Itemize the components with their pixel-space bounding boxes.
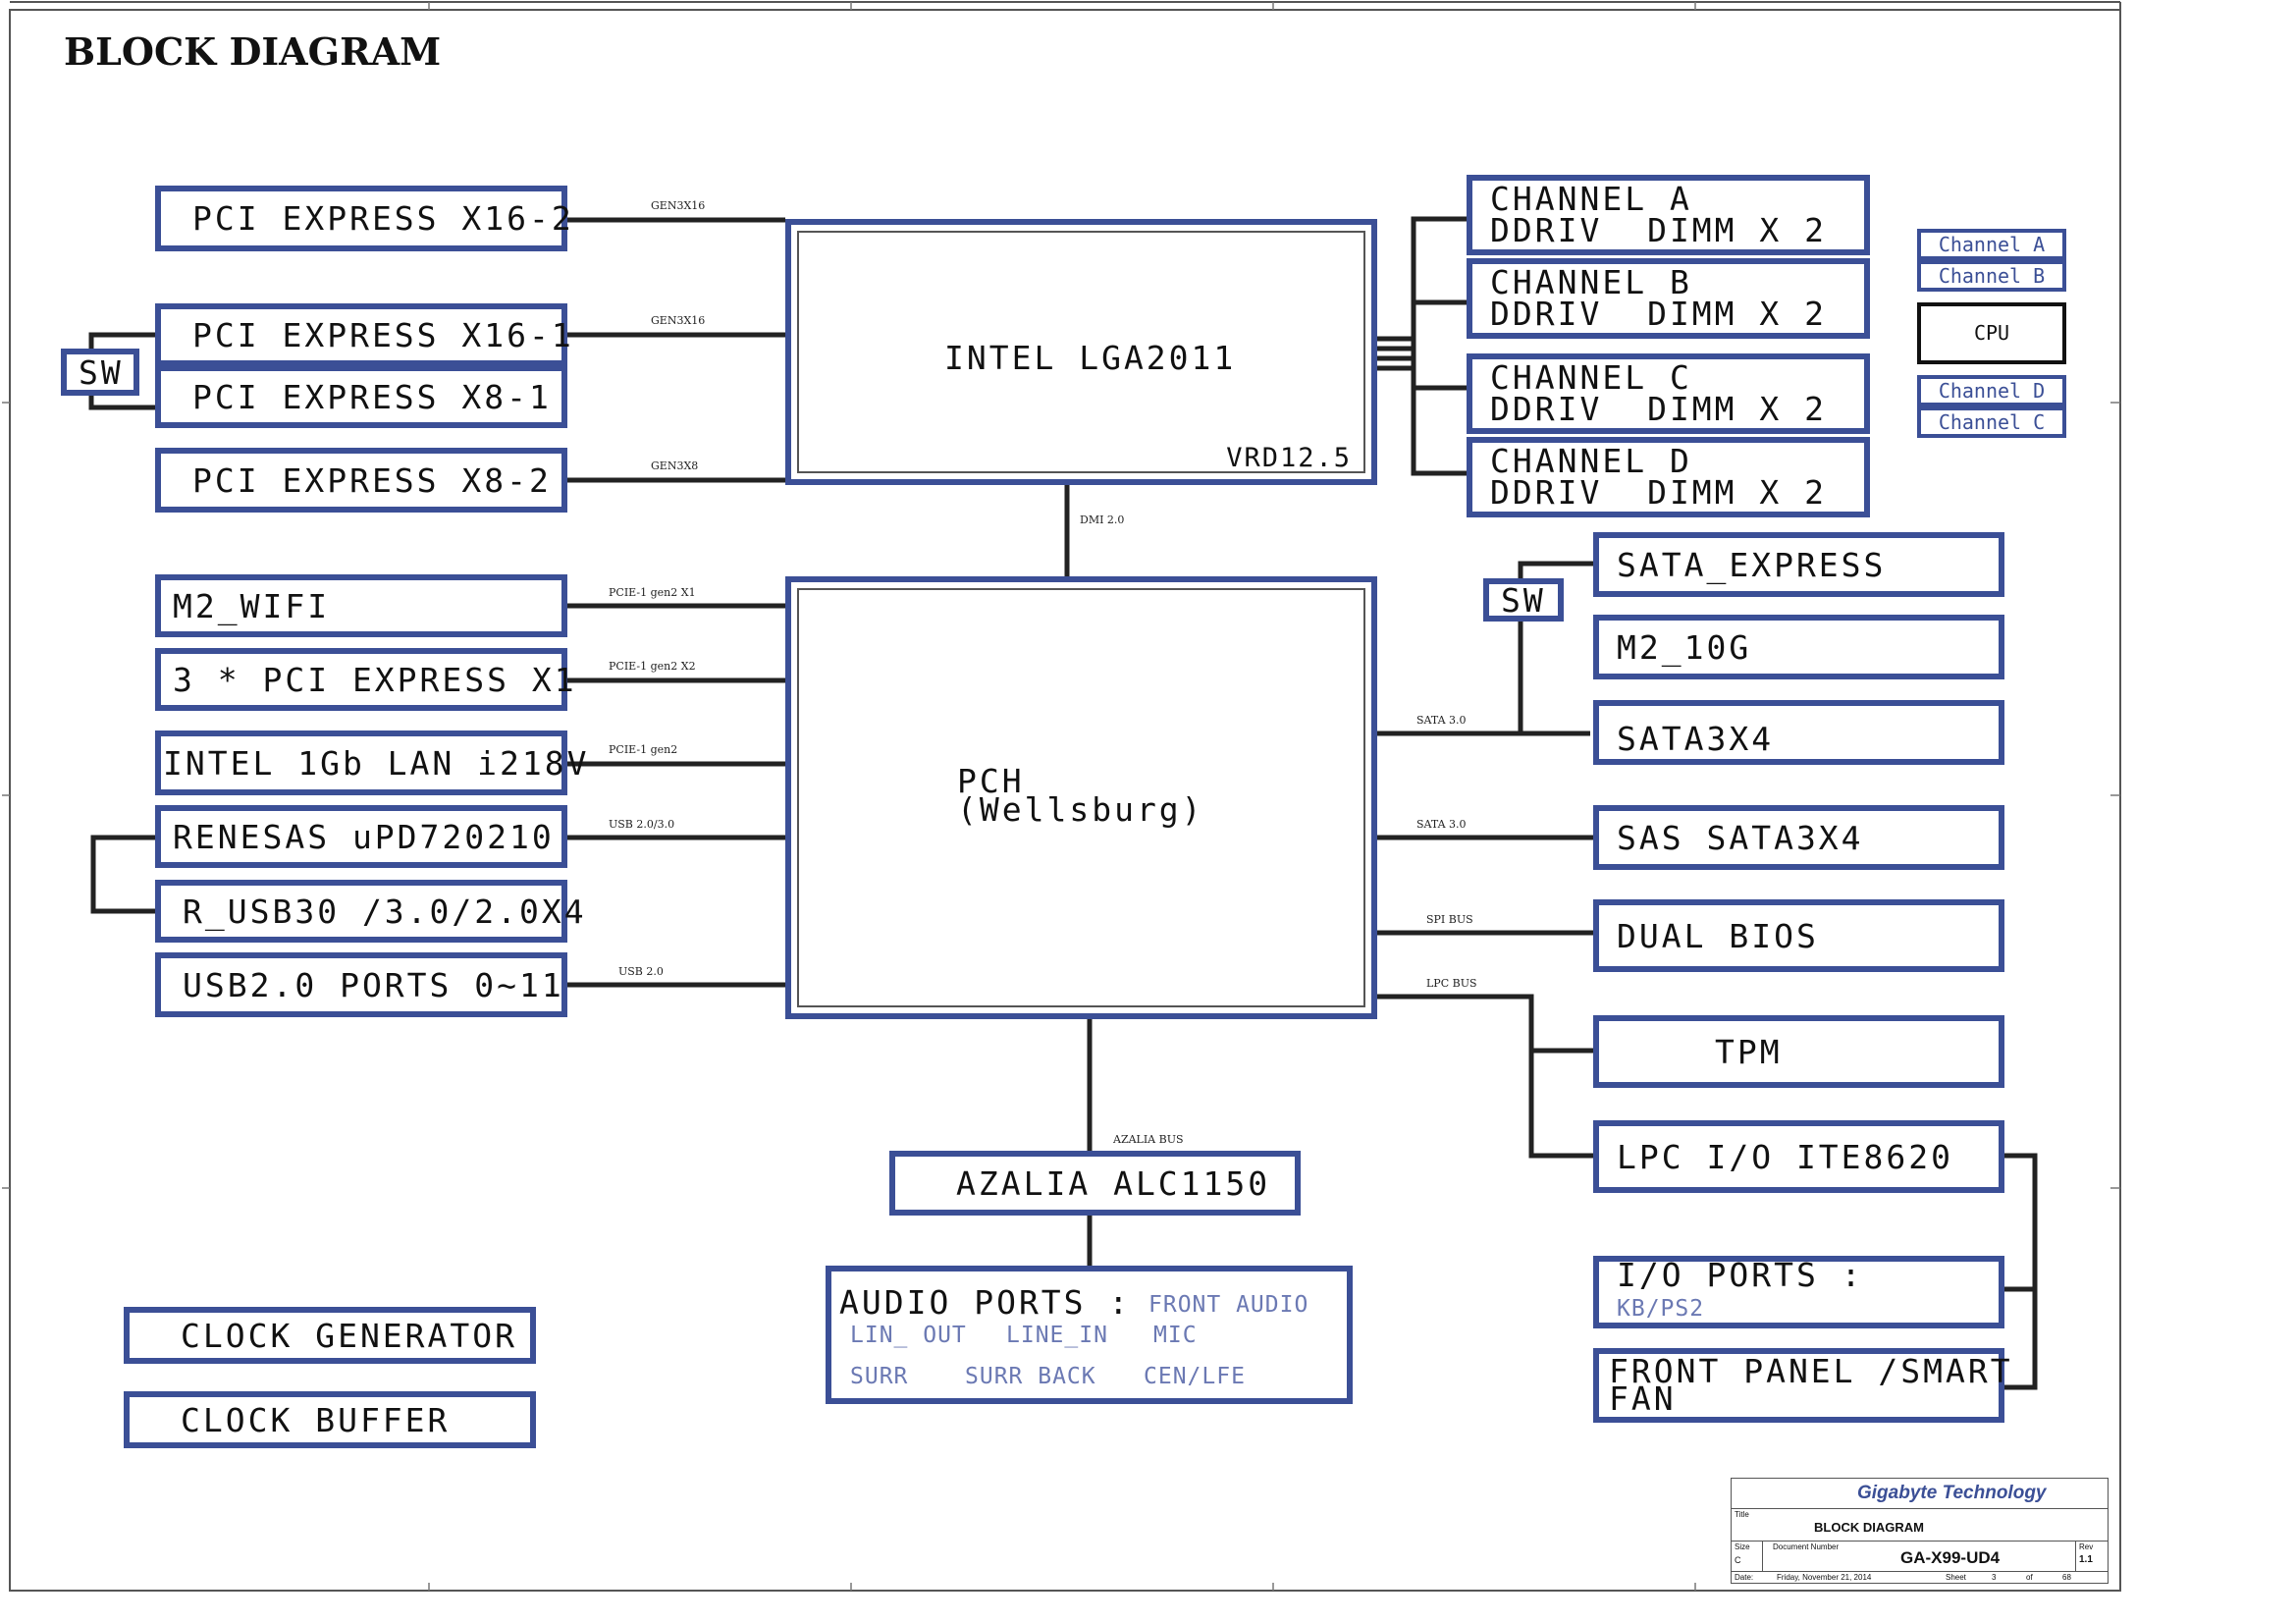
pcie-x16-2-box: PCI EXPRESS X16-2 [155, 186, 571, 251]
bus-label-lpc: LPC BUS [1426, 977, 1477, 990]
title-block-title-caption: Title [1735, 1510, 1749, 1519]
bus-label-azalia: AZALIA BUS [1113, 1133, 1184, 1146]
bus-label-gen3x16-b: GEN3X16 [651, 314, 706, 327]
memory-channel-d: CHANNEL D DDRIV DIMM X 2 [1467, 437, 1870, 517]
title-block-size: C [1735, 1555, 1741, 1565]
usb20-ports-box: USB2.0 PORTS 0~11 [155, 952, 567, 1017]
audio-surr: SURR [850, 1364, 909, 1389]
front-panel-line1: FRONT PANEL /SMART [1609, 1352, 2013, 1390]
io-ports-title: I/O PORTS : [1617, 1256, 1864, 1294]
legend-channel-d: Channel D [1917, 375, 2066, 406]
bus-label-gen3x8: GEN3X8 [651, 460, 699, 472]
io-ports-box: I/O PORTS : KB/PS2 [1593, 1256, 2004, 1328]
title-block-company: Gigabyte Technology [1857, 1483, 2047, 1503]
title-block-of-caption: of [2026, 1573, 2033, 1582]
pcie-x1-box: 3 * PCI EXPRESS X1 [155, 648, 574, 711]
pch-codename: (Wellsburg) [957, 790, 1204, 829]
audio-cen-lfe: CEN/LFE [1144, 1364, 1246, 1389]
legend-channel-a: Channel A [1917, 229, 2066, 260]
audio-line-out: LIN_ OUT [850, 1323, 967, 1348]
memory-channel-a: CHANNEL A DDRIV DIMM X 2 [1467, 175, 1870, 255]
bus-label-usb-2-3: USB 2.0/3.0 [609, 818, 675, 831]
sata3x4-box: SATA3X4 [1593, 700, 2004, 765]
bus-label-spi: SPI BUS [1426, 913, 1473, 926]
zone-ticks [2, 2, 2120, 1591]
sata-express-box: SATA_EXPRESS [1593, 532, 2004, 597]
title-block-date-caption: Date: [1735, 1573, 1754, 1582]
sas-sata3x4-box: SAS SATA3X4 [1593, 805, 2004, 870]
memory-channel-c-name: CHANNEL C [1490, 358, 1692, 397]
io-ports-kbps2: KB/PS2 [1617, 1296, 1705, 1322]
switch-box-right: SW [1483, 578, 1564, 622]
m2-wifi-box: M2_WIFI [155, 574, 567, 637]
legend-channel-c: Channel C [1917, 406, 2066, 438]
cpu-block: INTEL LGA2011 VRD12.5 [785, 219, 1377, 485]
title-block-rev-caption: Rev [2079, 1542, 2094, 1551]
audio-surr-back: SURR BACK [965, 1364, 1096, 1389]
audio-mic: MIC [1153, 1323, 1198, 1348]
title-block-sheet-caption: Sheet [1946, 1573, 1966, 1582]
dual-bios-box: DUAL BIOS [1593, 899, 2004, 972]
title-block-docnum-caption: Document Number [1773, 1542, 1840, 1551]
legend-channel-b: Channel B [1917, 260, 2066, 292]
title-block: Gigabyte Technology Title BLOCK DIAGRAM … [1731, 1478, 2109, 1584]
memory-channel-b: CHANNEL B DDRIV DIMM X 2 [1467, 258, 1870, 339]
tpm-box: TPM [1593, 1015, 2004, 1088]
r-usb30-box: R_USB30 /3.0/2.0X4 [155, 880, 584, 943]
memory-channel-b-dimm: DDRIV DIMM X 2 [1490, 295, 1828, 333]
bus-label-pcie-x2: PCIE-1 gen2 X2 [609, 660, 696, 673]
bus-label-pcie-wifi: PCIE-1 gen2 X1 [609, 586, 696, 599]
memory-channel-b-name: CHANNEL B [1490, 263, 1692, 301]
bus-label-usb-2: USB 2.0 [618, 965, 664, 978]
title-block-of: 68 [2062, 1573, 2071, 1582]
audio-line-in: LINE_IN [1006, 1323, 1108, 1348]
title-block-rev: 1.1 [2079, 1554, 2093, 1565]
pcie-x8-2-box: PCI EXPRESS X8-2 [155, 448, 567, 513]
pch-block: PCH (Wellsburg) [785, 576, 1377, 1019]
pcie-x16-1-box: PCI EXPRESS X16-1 [155, 303, 571, 366]
bus-label-dmi: DMI 2.0 [1080, 514, 1125, 526]
bus-label-sata-a: SATA 3.0 [1416, 714, 1467, 727]
front-panel-box: FRONT PANEL /SMART FAN [1593, 1348, 2010, 1423]
lpc-io-box: LPC I/O ITE8620 [1593, 1120, 2004, 1193]
memory-channel-c: CHANNEL C DDRIV DIMM X 2 [1467, 353, 1870, 434]
audio-ports-title: AUDIO PORTS : [839, 1283, 1132, 1322]
pcie-x8-1-box: PCI EXPRESS X8-1 [155, 365, 567, 428]
m2-10g-box: M2_10G [1593, 615, 2004, 679]
title-block-docnum: GA-X99-UD4 [1900, 1548, 2001, 1567]
clock-generator-box: CLOCK GENERATOR [124, 1307, 536, 1364]
memory-channel-a-dimm: DDRIV DIMM X 2 [1490, 211, 1828, 249]
memory-channel-d-dimm: DDRIV DIMM X 2 [1490, 473, 1828, 512]
bus-label-pcie-lan: PCIE-1 gen2 [609, 743, 678, 756]
title-block-title: BLOCK DIAGRAM [1814, 1520, 1924, 1535]
lan-box: INTEL 1Gb LAN i218V [155, 730, 587, 795]
audio-front-audio: FRONT AUDIO [1148, 1292, 1309, 1318]
memory-channel-d-name: CHANNEL D [1490, 442, 1692, 480]
cpu-vrd-label: VRD12.5 [1226, 443, 1352, 473]
page-title: BLOCK DIAGRAM [64, 29, 442, 74]
audio-ports-box: AUDIO PORTS : FRONT AUDIO LIN_ OUT LINE_… [826, 1266, 1353, 1404]
front-panel-line2: FAN [1609, 1380, 1677, 1418]
cpu-label: INTEL LGA2011 [944, 339, 1237, 377]
title-block-size-caption: Size [1735, 1542, 1750, 1551]
memory-channel-a-name: CHANNEL A [1490, 180, 1692, 218]
sheet-frame [9, 1, 2121, 1592]
title-block-date: Friday, November 21, 2014 [1777, 1573, 1872, 1582]
legend-cpu: CPU [1917, 302, 2066, 364]
switch-box-left: SW [61, 349, 139, 396]
clock-buffer-box: CLOCK BUFFER [124, 1391, 536, 1448]
bus-label-gen3x16-a: GEN3X16 [651, 199, 706, 212]
pch-label: PCH [957, 762, 1025, 800]
azalia-codec-box: AZALIA ALC1150 [889, 1151, 1301, 1216]
renesas-box: RENESAS uPD720210 [155, 805, 567, 868]
title-block-sheet: 3 [1992, 1573, 1997, 1582]
memory-channel-c-dimm: DDRIV DIMM X 2 [1490, 390, 1828, 428]
bus-label-sata-b: SATA 3.0 [1416, 818, 1467, 831]
